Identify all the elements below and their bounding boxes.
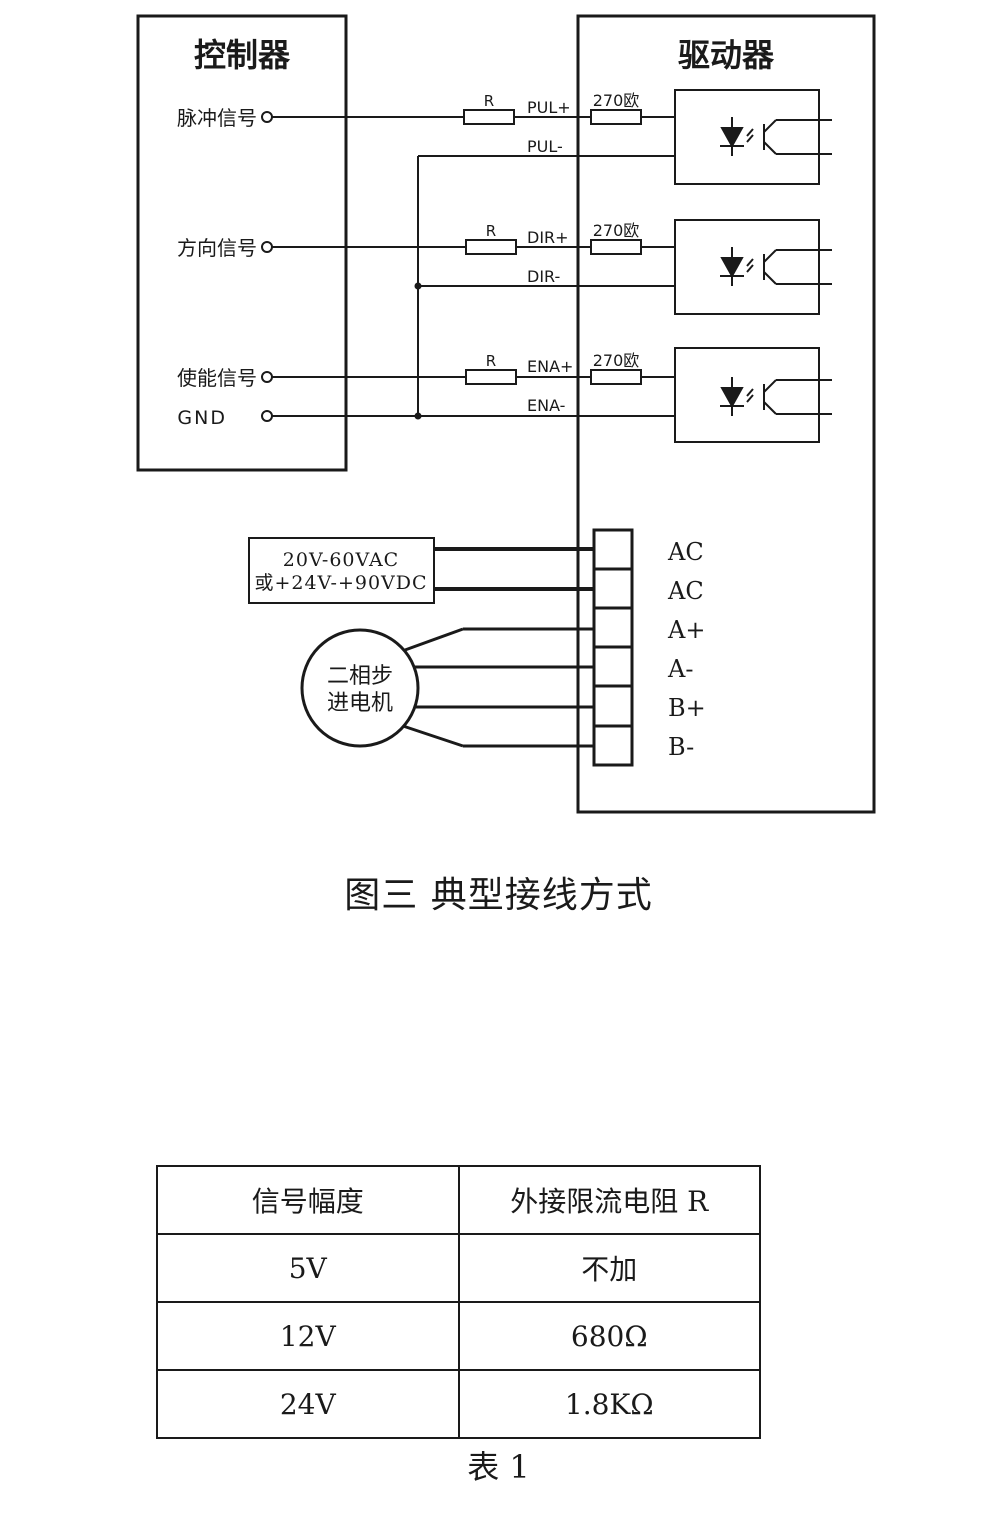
motor-label-1: 二相步 (327, 664, 393, 689)
controller-title: 控制器 (194, 36, 291, 74)
resistor-label: R (486, 222, 496, 240)
internal-resistor-label: 270欧 (593, 351, 640, 370)
terminal-block (592, 528, 634, 767)
driver-box (576, 14, 876, 814)
optocoupler (674, 347, 832, 443)
terminal-label-b-minus: B- (668, 733, 694, 761)
terminal-label-ac: AC (667, 538, 704, 566)
internal-resistor-label: 270欧 (593, 221, 640, 240)
power-supply-box (248, 537, 435, 604)
controller-box (136, 14, 348, 472)
wiring-diagram: 控制器 驱动器 脉冲信号 方向信号 使能信号 GND R R R PUL+ PU… (136, 14, 876, 814)
pin-label-ena-minus: ENA- (527, 396, 565, 415)
pin-label-pul-plus: PUL+ (527, 98, 571, 117)
internal-resistor-label: 270欧 (593, 91, 640, 110)
resistor-table: 信号幅度 外接限流电阻 R 5V 不加 12V 680Ω 24V 1.8KΩ (156, 1165, 761, 1439)
table-row: 5V 不加 (156, 1233, 761, 1303)
table-caption: 表 1 (467, 1448, 530, 1486)
figure-caption: 图三 典型接线方式 (344, 875, 653, 916)
signal-label-pulse: 脉冲信号 (177, 106, 257, 130)
table-row: 12V 680Ω (156, 1301, 761, 1371)
junction-dot (414, 412, 422, 420)
terminal-circle (261, 241, 273, 253)
internal-resistor (590, 109, 642, 125)
driver-title: 驱动器 (678, 36, 775, 74)
table-cell: 680Ω (457, 1301, 761, 1371)
terminal-label-a-plus: A+ (667, 616, 705, 644)
table-header-cell: 信号幅度 (156, 1165, 460, 1235)
junction-dot (414, 282, 422, 290)
table-header-cell: 外接限流电阻 R (457, 1165, 761, 1235)
table-cell: 5V (156, 1233, 460, 1303)
terminal-circle (261, 410, 273, 422)
external-resistor (463, 109, 515, 125)
table-cell: 1.8KΩ (457, 1369, 761, 1439)
table-header-row: 信号幅度 外接限流电阻 R (156, 1165, 761, 1235)
table-cell: 12V (156, 1301, 460, 1371)
terminal-label-a-minus: A- (667, 655, 693, 683)
table-row: 24V 1.8KΩ (156, 1369, 761, 1439)
motor-circle (300, 628, 420, 748)
terminal-label-ac: AC (667, 577, 704, 605)
internal-resistor (590, 239, 642, 255)
motor-label-2: 进电机 (327, 691, 393, 716)
terminal-circle (261, 111, 273, 123)
pin-label-dir-minus: DIR- (527, 267, 560, 286)
resistor-label: R (484, 92, 494, 110)
external-resistor (465, 239, 517, 255)
pin-label-ena-plus: ENA+ (527, 357, 573, 376)
external-resistor (465, 369, 517, 385)
terminal-label-b-plus: B+ (668, 694, 706, 722)
table-cell: 24V (156, 1369, 460, 1439)
motor-wires (402, 627, 594, 748)
pin-label-pul-minus: PUL- (527, 137, 563, 156)
signal-label-enable: 使能信号 (177, 366, 257, 390)
optocoupler (674, 219, 832, 315)
power-supply-label-2: 或+24V-+90VDC (254, 572, 427, 594)
internal-resistor (590, 369, 642, 385)
signal-label-direction: 方向信号 (177, 236, 257, 260)
resistor-label: R (486, 352, 496, 370)
terminal-circle (261, 371, 273, 383)
pin-label-dir-plus: DIR+ (527, 228, 569, 247)
signal-label-gnd: GND (177, 407, 227, 429)
table-cell: 不加 (457, 1233, 761, 1303)
optocoupler (674, 89, 832, 185)
power-supply-label-1: 20V-60VAC (283, 549, 399, 571)
